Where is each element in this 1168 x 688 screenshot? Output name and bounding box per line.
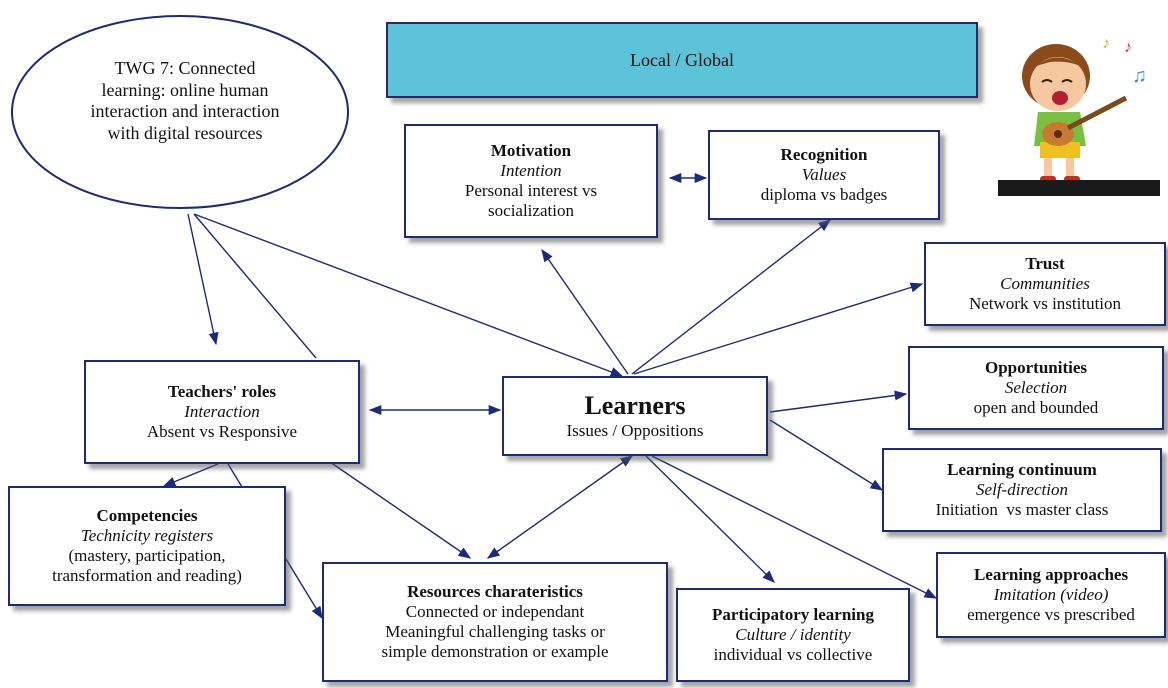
ellipse-line-4: with digital resources [107, 122, 263, 143]
boy-playing-guitar-illustration: ♪ ♪ ♫ [998, 18, 1160, 196]
resources-node: Resources charateristics Connected or in… [322, 562, 668, 682]
recognition-node: Recognition Values diploma vs badges [708, 130, 940, 220]
trust-subtitle: Communities [1000, 273, 1090, 293]
competencies-subtitle: Technicity registers [80, 525, 214, 545]
resources-title: Resources charateristics [407, 581, 583, 601]
learners-title: Learners [584, 390, 686, 420]
learners-subtitle: Issues / Oppositions [566, 421, 704, 441]
recognition-line-1: diploma vs badges [760, 185, 888, 205]
opportunities-subtitle: Selection [1004, 377, 1068, 397]
edge-learners-motivation [541, 248, 629, 375]
ellipse-shape [11, 15, 349, 209]
local-global-banner: Local / Global [386, 22, 978, 98]
teachers-line-1: Absent vs Responsive [146, 422, 298, 442]
ellipse-line-2: learning: online human [101, 79, 269, 100]
ellipse-line-1: TWG 7: Connected [114, 58, 256, 78]
teachers-roles-node: Teachers' roles Interaction Absent vs Re… [84, 360, 360, 464]
continuum-title: Learning continuum [947, 459, 1097, 479]
edge-learners-resources [486, 455, 634, 559]
teachers-title: Teachers' roles [167, 381, 277, 401]
edge-learners-approaches [651, 455, 938, 599]
ellipse-line-3: interaction and interaction [90, 101, 280, 122]
continuum-line-1: Initiation vs master class [935, 500, 1109, 520]
trust-line-1: Network vs institution [968, 294, 1122, 314]
approaches-subtitle: Imitation (video) [993, 584, 1109, 604]
edge-ellipse-teachers2 [193, 213, 317, 359]
edge-learners-participatory [645, 455, 775, 583]
participatory-title: Participatory learning [712, 604, 874, 624]
competencies-node: Competencies Technicity registers (maste… [8, 486, 286, 606]
resources-line-3: simple demonstration or example [381, 642, 609, 662]
svg-text:♫: ♫ [1132, 65, 1147, 87]
competencies-line-2: transformation and reading) [52, 566, 242, 586]
recognition-subtitle: Values [801, 164, 847, 184]
svg-text:♪: ♪ [1124, 39, 1132, 56]
participatory-line-1: individual vs collective [713, 645, 873, 665]
svg-text:♪: ♪ [1102, 35, 1110, 52]
resources-line-1: Connected or independant [405, 601, 585, 621]
edge-ellipse-teachers [187, 213, 219, 346]
edge-learners-opportunities [769, 390, 908, 413]
learning-approaches-node: Learning approaches Imitation (video) em… [936, 552, 1166, 638]
edge-ellipse-learners [193, 213, 624, 377]
ellipse-label: TWG 7: Connected learning: online human … [60, 58, 310, 144]
edge-teachers-resources [329, 461, 472, 559]
learning-continuum-node: Learning continuum Self-direction Initia… [882, 448, 1162, 532]
motivation-line-1: Personal interest vs [464, 181, 598, 200]
edge-learners-recognition [631, 219, 831, 375]
learners-node: Learners Issues / Oppositions [502, 376, 768, 456]
motivation-subtitle: Intention [500, 160, 562, 180]
resources-line-2: Meaningful challenging tasks or [385, 622, 605, 641]
edge-learners-trust [633, 282, 924, 375]
banner-label: Local / Global [630, 49, 734, 70]
motivation-line-2: socialization [488, 201, 574, 221]
trust-node: Trust Communities Network vs institution [924, 242, 1166, 326]
motivation-node: Motivation Intention Personal interest v… [404, 124, 658, 238]
opportunities-title: Opportunities [984, 357, 1088, 377]
competencies-line-1: (mastery, participation, [68, 546, 226, 565]
edge-learners-continuum [769, 419, 884, 491]
opportunities-line-1: open and bounded [973, 398, 1099, 418]
participatory-subtitle: Culture / identity [735, 624, 851, 644]
approaches-line-1: emergence vs prescribed [967, 605, 1135, 625]
motivation-title: Motivation [490, 140, 572, 160]
trust-title: Trust [1025, 253, 1065, 273]
competencies-title: Competencies [96, 505, 198, 525]
continuum-subtitle: Self-direction [976, 479, 1068, 499]
recognition-title: Recognition [780, 144, 868, 164]
opportunities-node: Opportunities Selection open and bounded [908, 346, 1164, 430]
participatory-learning-node: Participatory learning Culture / identit… [676, 588, 910, 682]
edge-teachers-competencies [162, 463, 219, 487]
teachers-subtitle: Interaction [184, 401, 260, 421]
approaches-title: Learning approaches [973, 564, 1129, 584]
